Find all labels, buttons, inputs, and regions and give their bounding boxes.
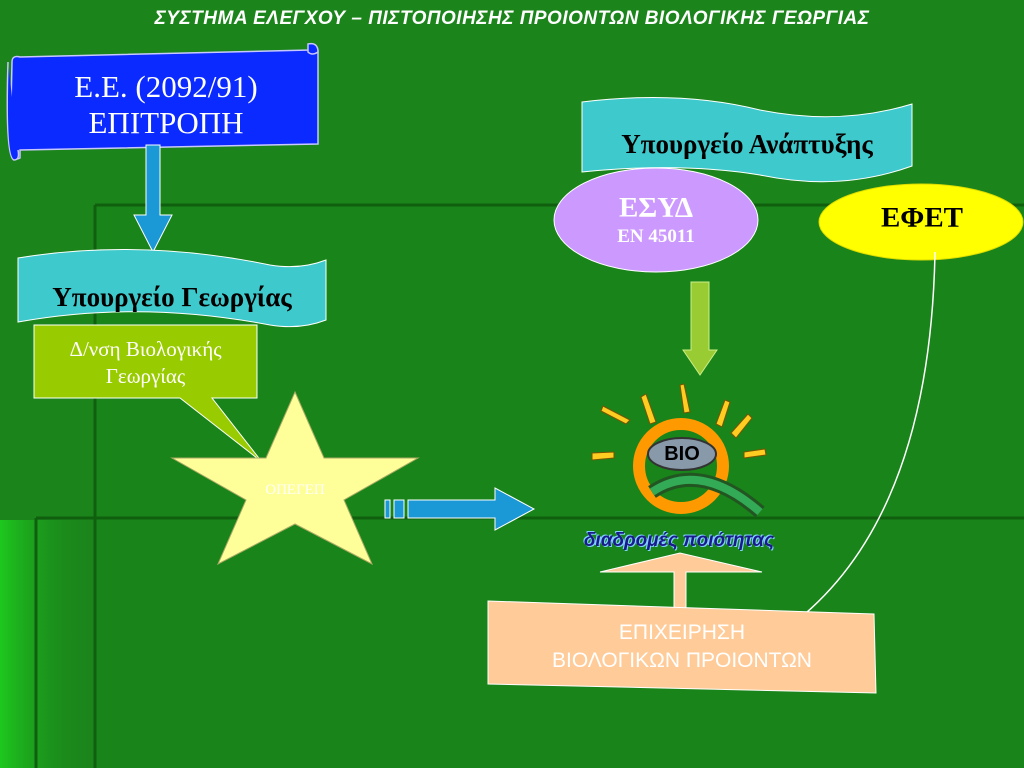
- esyd-label: ΕΣΥΔ EN 45011: [556, 186, 756, 254]
- efet-label: ΕΦΕΤ: [880, 201, 964, 234]
- arrow-star-to-logo: [384, 487, 536, 531]
- ee-label-line1: Ε.Ε. (2092/91): [74, 69, 258, 104]
- ee-commission-label: Ε.Ε. (2092/91) ΕΠΙΤΡΟΠΗ: [20, 66, 312, 144]
- esyd-ellipse: [553, 167, 759, 273]
- directorate-label: Δ/νση Βιολογικής Γεωργίας: [34, 332, 257, 394]
- ee-commission-scroll: [6, 42, 319, 161]
- directorate-label-line2: Γεωργίας: [105, 364, 186, 388]
- arrow-ee-to-ministry: [133, 144, 173, 254]
- directorate-label-line1: Δ/νση Βιολογικής: [69, 337, 222, 361]
- opegep-label: ΟΠΕΓΕΠ: [265, 481, 325, 498]
- company-label-line1: ΕΠΙΧΕΙΡΗΣΗ: [618, 621, 746, 644]
- directorate-callout: [33, 324, 263, 463]
- ee-label-line2: ΕΠΙΤΡΟΠΗ: [88, 105, 244, 140]
- ministry-agriculture-label: Υπουργείο Γεωργίας: [52, 281, 292, 312]
- ministry-agriculture-banner: [17, 248, 327, 328]
- bio-logo-caption: διαδρομές ποιότητας: [583, 530, 775, 551]
- slide-title: ΣΥΣΤΗΜΑ ΕΛΕΓΧΟΥ – ΠΙΣΤΟΠΟΙΗΣΗΣ ΠΡΟΙΟΝΤΩΝ…: [154, 8, 870, 29]
- company-label-line2: ΒΙΟΛΟΓΙΚΩΝ ΠΡΟΙΟΝΤΩΝ: [552, 649, 812, 672]
- arrow-esyd-to-logo: [682, 281, 718, 376]
- company-label: ΕΠΙΧΕΙΡΗΣΗ ΒΙΟΛΟΓΙΚΩΝ ΠΡΟΙΟΝΤΩΝ: [494, 614, 870, 680]
- efet-connector: [789, 251, 936, 627]
- esyd-label-line1: ΕΣΥΔ: [618, 192, 694, 224]
- company-box: [487, 600, 877, 694]
- bio-logo: [591, 383, 767, 518]
- esyd-label-line2: EN 45011: [617, 226, 695, 247]
- ministry-development-banner: [581, 97, 913, 183]
- bio-logo-mark: BIO: [664, 442, 700, 465]
- arrow-company-to-logo: [599, 552, 763, 609]
- opegep-star: [170, 390, 420, 566]
- efet-ellipse: [818, 183, 1024, 261]
- ministry-development-label: Υπουργείο Ανάπτυξης: [621, 128, 873, 159]
